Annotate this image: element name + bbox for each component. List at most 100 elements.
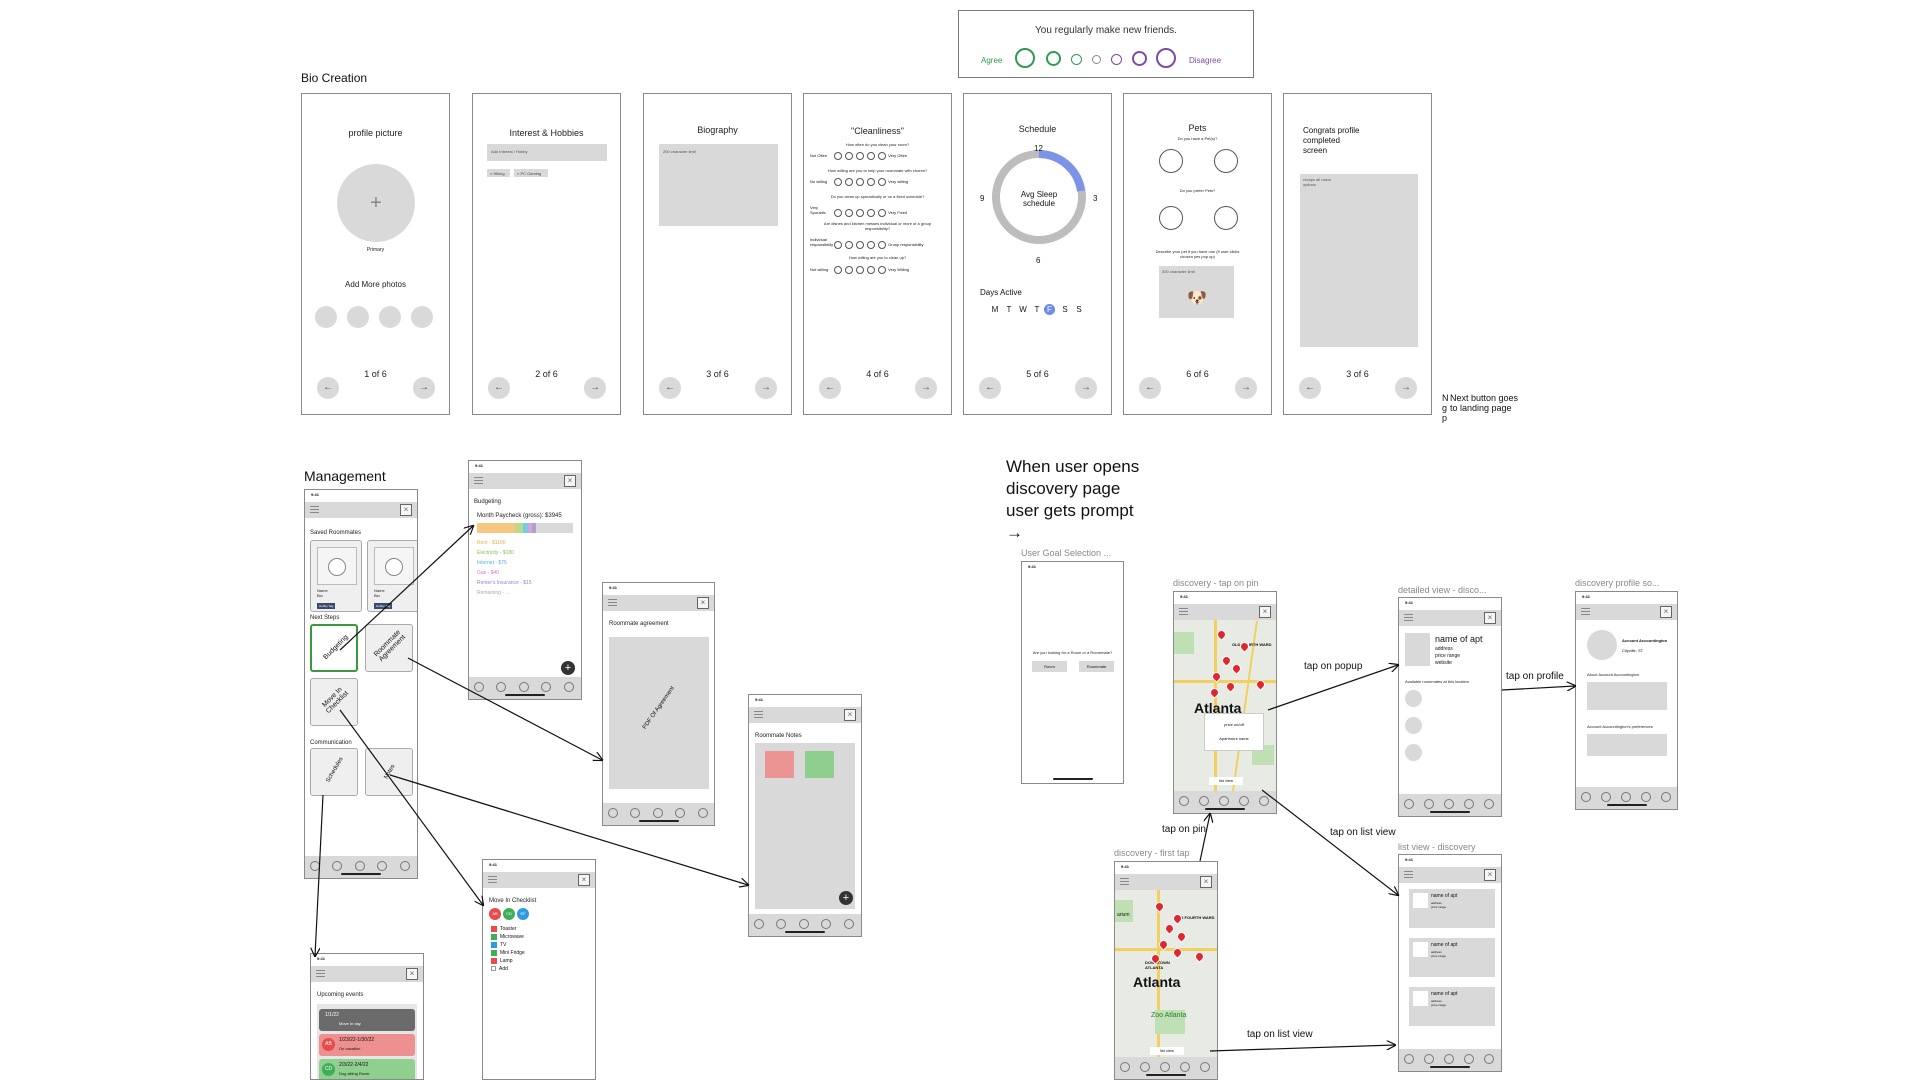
survey-option-3[interactable] xyxy=(1071,54,1082,65)
checklist-item[interactable]: TV xyxy=(491,941,525,949)
scale-row-3[interactable]: Very Sporadic Very Fixed xyxy=(810,205,908,217)
add-icon[interactable]: + xyxy=(561,661,575,675)
back-arrow-button[interactable]: ← xyxy=(819,377,841,399)
menu-icon[interactable] xyxy=(474,477,483,484)
close-icon[interactable]: × xyxy=(697,597,709,609)
roommate-avatar[interactable] xyxy=(1405,690,1422,707)
biography-textarea[interactable]: 250 character limit xyxy=(659,144,778,226)
checklist-item[interactable]: Toaster xyxy=(491,925,525,933)
event-row[interactable]: 1/1/22 Move In day xyxy=(319,1009,415,1031)
home-icon[interactable] xyxy=(754,919,764,929)
notes-board[interactable]: + xyxy=(755,743,855,909)
home-icon[interactable] xyxy=(1581,792,1591,802)
profile-icon[interactable] xyxy=(1661,792,1671,802)
add-photo-slot-2[interactable] xyxy=(347,306,369,328)
close-icon[interactable]: × xyxy=(1259,606,1271,618)
people-icon[interactable] xyxy=(630,808,640,818)
pin-icon[interactable] xyxy=(1219,796,1229,806)
interest-chip[interactable]: × Hiking xyxy=(487,169,510,177)
sleep-schedule-dial[interactable] xyxy=(988,146,1090,248)
day-toggle[interactable]: T xyxy=(1034,305,1040,314)
survey-option-2[interactable] xyxy=(1046,51,1061,66)
people-icon[interactable] xyxy=(1140,1062,1150,1072)
menu-icon[interactable] xyxy=(608,599,617,606)
close-icon[interactable]: × xyxy=(1660,606,1672,618)
roommate-button[interactable]: Roommate xyxy=(1079,661,1114,672)
pin-icon[interactable] xyxy=(1444,1054,1454,1064)
checklist-add[interactable]: Add xyxy=(491,965,525,973)
people-icon[interactable] xyxy=(1424,799,1434,809)
move-in-checklist-tile[interactable]: Move In Checklist xyxy=(310,678,358,726)
close-icon[interactable]: × xyxy=(1484,612,1496,624)
survey-option-4[interactable] xyxy=(1092,55,1101,64)
pet-description-textarea[interactable]: 300 character limit 🐶 xyxy=(1159,266,1234,318)
add-photo-slot-1[interactable] xyxy=(315,306,337,328)
survey-option-6[interactable] xyxy=(1132,51,1147,66)
apartment-popup[interactable]: price on/off Apartment name xyxy=(1204,713,1264,751)
pin-icon[interactable] xyxy=(799,919,809,929)
chat-icon[interactable] xyxy=(1239,796,1249,806)
roommate-avatar[interactable] xyxy=(1405,744,1422,761)
survey-option-7[interactable] xyxy=(1156,48,1176,68)
pin-icon[interactable] xyxy=(1621,792,1631,802)
home-icon[interactable] xyxy=(608,808,618,818)
survey-option-1[interactable] xyxy=(1015,48,1035,68)
people-icon[interactable] xyxy=(332,861,342,871)
home-icon[interactable] xyxy=(1404,1054,1414,1064)
menu-icon[interactable] xyxy=(1179,608,1188,615)
people-icon[interactable] xyxy=(1601,792,1611,802)
menu-icon[interactable] xyxy=(488,876,497,883)
pin-icon[interactable] xyxy=(1444,799,1454,809)
back-arrow-button[interactable]: ← xyxy=(659,377,681,399)
day-toggle-selected[interactable]: F xyxy=(1044,304,1055,315)
checklist-item[interactable]: Mini Fridge xyxy=(491,949,525,957)
prefer-pets-yes-option[interactable] xyxy=(1159,206,1183,230)
add-photo-slot-4[interactable] xyxy=(411,306,433,328)
people-icon[interactable] xyxy=(496,682,506,692)
next-arrow-button[interactable]: → xyxy=(755,377,777,399)
event-row[interactable]: AB 1/23/22-1/30/22 On vacation xyxy=(319,1034,415,1056)
back-arrow-button[interactable]: ← xyxy=(317,377,339,399)
day-toggle[interactable]: S xyxy=(1062,305,1068,314)
chat-icon[interactable] xyxy=(675,808,685,818)
back-arrow-button[interactable]: ← xyxy=(1139,377,1161,399)
home-icon[interactable] xyxy=(1179,796,1189,806)
profile-icon[interactable] xyxy=(1484,1054,1494,1064)
roommate-avatar[interactable] xyxy=(1405,717,1422,734)
next-arrow-button[interactable]: → xyxy=(584,377,606,399)
menu-icon[interactable] xyxy=(1404,871,1413,878)
home-icon[interactable] xyxy=(1404,799,1414,809)
menu-icon[interactable] xyxy=(1120,878,1129,885)
close-icon[interactable]: × xyxy=(406,968,418,980)
next-arrow-button[interactable]: → xyxy=(1075,377,1097,399)
scale-row-5[interactable]: Not willing Very Willing xyxy=(810,266,910,274)
pin-icon[interactable] xyxy=(1160,1062,1170,1072)
menu-icon[interactable] xyxy=(1581,608,1590,615)
home-icon[interactable] xyxy=(1120,1062,1130,1072)
next-arrow-button[interactable]: → xyxy=(413,377,435,399)
list-view-button[interactable]: list view xyxy=(1150,1047,1184,1055)
chat-icon[interactable] xyxy=(1641,792,1651,802)
chat-icon[interactable] xyxy=(1464,1054,1474,1064)
people-icon[interactable] xyxy=(776,919,786,929)
menu-icon[interactable] xyxy=(316,970,325,977)
list-item[interactable]: name of apt address price range xyxy=(1409,889,1495,928)
profile-icon[interactable] xyxy=(1200,1062,1210,1072)
primary-photo-slot[interactable]: + xyxy=(337,164,415,242)
next-arrow-button[interactable]: → xyxy=(1395,377,1417,399)
day-toggle[interactable]: M xyxy=(991,305,999,314)
chat-icon[interactable] xyxy=(1180,1062,1190,1072)
pin-icon[interactable] xyxy=(653,808,663,818)
people-icon[interactable] xyxy=(1424,1054,1434,1064)
survey-option-5[interactable] xyxy=(1111,54,1122,65)
back-arrow-button[interactable]: ← xyxy=(488,377,510,399)
home-icon[interactable] xyxy=(474,682,484,692)
profile-icon[interactable] xyxy=(844,919,854,929)
next-arrow-button[interactable]: → xyxy=(1235,377,1257,399)
day-toggle[interactable]: T xyxy=(1006,305,1012,314)
profile-icon[interactable] xyxy=(698,808,708,818)
add-photo-slot-3[interactable] xyxy=(379,306,401,328)
day-toggle[interactable]: W xyxy=(1019,305,1027,314)
budgeting-tile[interactable]: Budgeting xyxy=(310,624,358,672)
people-icon[interactable] xyxy=(1199,796,1209,806)
